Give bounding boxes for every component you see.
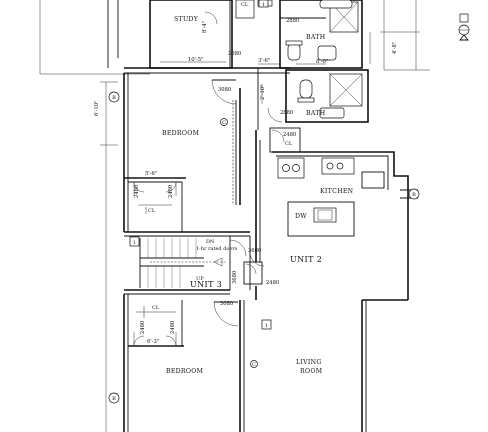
room-label-living-1: LIVING (296, 359, 322, 366)
grid-marker-b-top: B (108, 91, 120, 103)
lower-bath (257, 68, 369, 153)
door-tag-closet-small: 2480 (266, 280, 279, 286)
door-tag-closet-lower-left: 2480 (140, 321, 146, 334)
room-label-bath-lower: BATH (306, 110, 326, 117)
dim-bedroom-depth: 6'-10" (94, 101, 100, 116)
lower-bedroom (123, 294, 184, 432)
svg-text:B: B (112, 396, 116, 402)
door-tag-closet-upper-right: 2480 (168, 185, 174, 198)
room-label-bedroom-lower: BEDROOM (166, 368, 204, 375)
stair-label-up: UP (196, 276, 204, 282)
closet-label-bath: CL (285, 141, 293, 147)
svg-text:B: B (112, 95, 116, 101)
grid-marker-b-kitchen: B (408, 188, 420, 200)
svg-text:C: C (222, 120, 226, 126)
dimension-lines (140, 32, 371, 347)
dim-study-width: 10'-5" (188, 57, 203, 63)
grid-marker-b-bottom: B (108, 392, 120, 404)
tag-box-top: 1 (258, 0, 269, 8)
upper-bedroom-walls (100, 73, 241, 432)
dim-bath-width: 8'-0" (316, 59, 328, 65)
stair-and-corridor (124, 231, 265, 295)
door-tag-unit3: 3680 (232, 271, 238, 284)
svg-text:1: 1 (265, 323, 268, 329)
door-tag-bedroom-lower: 3080 (220, 301, 233, 307)
dim-hall-width: 3'-6" (258, 58, 270, 64)
svg-text:1: 1 (133, 240, 136, 246)
dim-hall-height: 2'-10" (260, 85, 266, 100)
closet-label-bedroom-upper: CL (148, 208, 156, 214)
door-tag-closet-lower-right: 2480 (170, 321, 176, 334)
tag-box-stair: 1 (129, 236, 140, 247)
dim-study-height: 8'-4" (202, 21, 208, 33)
stair-note-rated-doors: 1-hr rated doors (196, 246, 238, 252)
top-section-walls (39, 0, 430, 75)
svg-text:C: C (252, 362, 256, 368)
unit-label-2: UNIT 2 (290, 255, 322, 264)
appliance-label-dishwasher: DW (295, 213, 307, 220)
unit-label-3: UNIT 3 (190, 280, 222, 289)
svg-text:1: 1 (262, 2, 265, 8)
kitchen (272, 151, 418, 300)
living-area-walls (213, 130, 408, 432)
room-label-living-2: ROOM (300, 368, 323, 375)
closet-label-bedroom-lower: CL (152, 305, 160, 311)
room-label-bedroom-upper: BEDROOM (162, 130, 200, 137)
stair-label-down: DN (206, 239, 215, 245)
window-marker-a: C (220, 118, 228, 126)
door-tag-bath-lower: 2880 (280, 110, 293, 116)
door-tag-closet-bath: 2480 (283, 132, 296, 138)
section-marker-icon (458, 13, 470, 41)
closet-label-top: CL (241, 2, 249, 8)
dim-closet-upper: 5'-6" (145, 171, 157, 177)
room-label-study: STUDY (174, 16, 199, 23)
dim-closet-lower: 6'-3" (147, 339, 159, 345)
door-tag-bedroom-upper: 3080 (218, 87, 231, 93)
svg-text:B: B (412, 192, 416, 198)
dim-bath-height: 4'-8" (392, 42, 398, 54)
door-tag-study: 3080 (228, 51, 241, 57)
room-label-kitchen: KITCHEN (320, 188, 354, 195)
window-marker-b: C (250, 360, 258, 368)
door-tag-closet-upper-left: 2480 (134, 185, 140, 198)
door-tag-bath-top: 2880 (286, 18, 299, 24)
room-label-bath-upper: BATH (306, 34, 326, 41)
tag-box-living: 1 (261, 319, 272, 330)
door-tag-unit2: 3680 (248, 248, 261, 254)
